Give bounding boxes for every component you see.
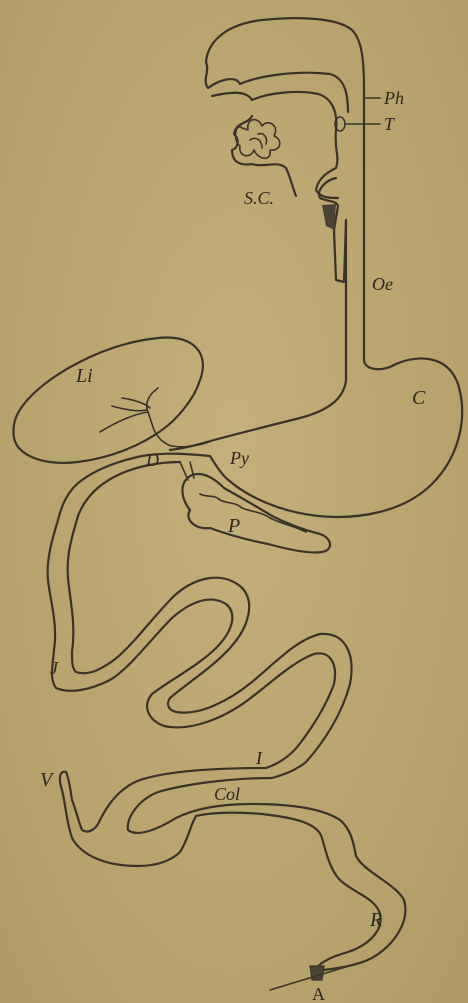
palate-outline <box>206 18 364 360</box>
label-pylorus: Py <box>229 448 249 468</box>
label-jejunum: J <box>50 658 59 678</box>
colon-upper-wall <box>128 778 406 970</box>
bile-ducts <box>100 388 214 447</box>
label-anus: A <box>312 984 325 1003</box>
pancreas-outline <box>182 474 330 553</box>
liver-outline <box>13 337 202 462</box>
larynx-outline <box>319 178 346 282</box>
tongue-outline <box>212 92 338 198</box>
pancreas-texture <box>200 494 306 532</box>
label-rectum: R <box>369 909 382 931</box>
label-oesophagus: Oe <box>372 274 393 294</box>
small-intestine-inner <box>68 516 352 778</box>
larynx-cartilage <box>322 204 336 230</box>
label-pharynx: Ph <box>383 88 404 108</box>
oesophagus-left-wall <box>214 220 346 440</box>
label-ileum: I <box>255 748 263 768</box>
label-salivary-gland: S.C. <box>244 188 274 208</box>
label-duodenum: D <box>145 450 159 470</box>
upper-jaw-outline <box>206 62 348 112</box>
salivary-gland-inner <box>250 134 267 148</box>
stomach-outline <box>210 359 462 517</box>
small-intestine-outer <box>48 520 335 768</box>
label-liver: Li <box>75 365 93 387</box>
label-pancreas: P <box>227 515 240 537</box>
label-stomach: C <box>412 387 426 409</box>
label-appendix: V <box>40 769 55 791</box>
label-colon: Col <box>214 784 240 804</box>
caecum-and-appendix <box>60 768 266 866</box>
label-tonsil: T <box>384 114 396 134</box>
